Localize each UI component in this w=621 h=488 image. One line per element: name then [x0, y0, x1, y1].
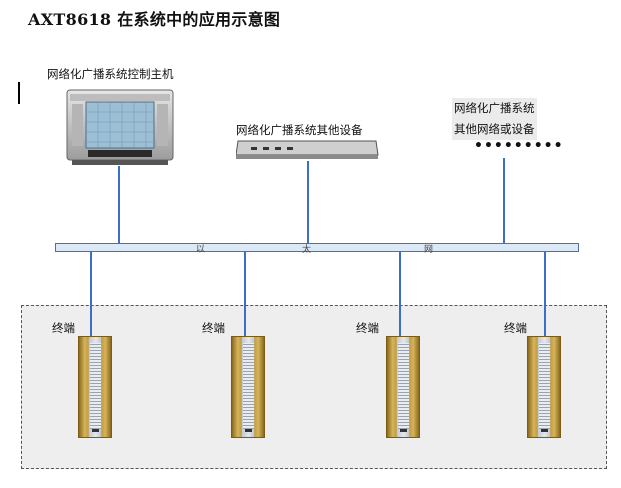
- terminal-link-line: [399, 252, 401, 338]
- terminal-link-line: [90, 252, 92, 338]
- terminal-link-line: [244, 252, 246, 338]
- column-speaker-icon: [78, 336, 112, 438]
- ethernet-bus: [55, 243, 579, 252]
- terminals-area: [21, 305, 607, 469]
- host-label: 网络化广播系统控制主机: [47, 67, 174, 81]
- bus-label-char: 网: [424, 245, 434, 255]
- column-speaker-icon: [527, 336, 561, 438]
- device-link-line: [307, 161, 309, 244]
- terminal-label: 终端: [504, 321, 527, 335]
- terminal-label: 终端: [202, 321, 225, 335]
- host-link-line: [118, 166, 120, 244]
- bus-label-char: 太: [302, 245, 312, 255]
- terminal-label: 终端: [52, 321, 75, 335]
- terminal-label: 终端: [356, 321, 379, 335]
- column-speaker-icon: [231, 336, 265, 438]
- device-label: 网络化广播系统其他设备: [236, 123, 363, 137]
- column-speaker-icon: [386, 336, 420, 438]
- page-title: AXT8618 在系统中的应用示意图: [28, 10, 281, 29]
- ellipsis: •••••••••: [474, 138, 564, 154]
- bus-label-char: 以: [196, 245, 206, 255]
- network-device-icon: [236, 140, 379, 159]
- others-line-2: 其他网络或设备: [454, 122, 535, 136]
- text-cursor: [18, 82, 20, 104]
- terminal-link-line: [544, 252, 546, 338]
- others-link-line: [503, 158, 505, 244]
- host-monitor-icon: [66, 89, 174, 165]
- others-line-1: 网络化广播系统: [454, 101, 535, 115]
- others-label: 网络化广播系统 其他网络或设备: [452, 98, 537, 140]
